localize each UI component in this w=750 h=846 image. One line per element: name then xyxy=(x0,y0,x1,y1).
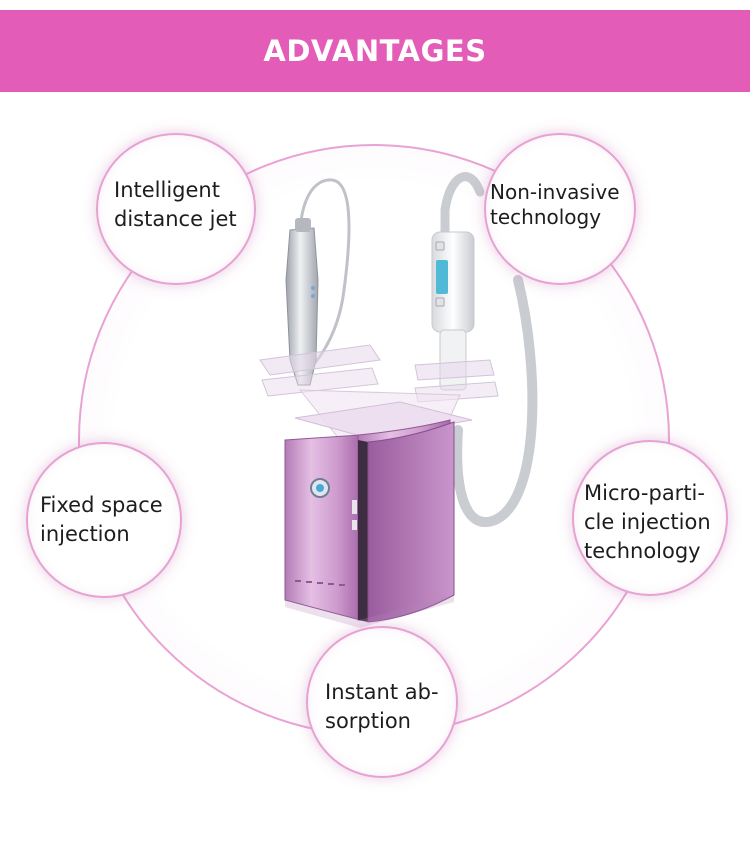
feature-bubble-fixed-space-injection: Fixed space injection xyxy=(26,442,182,598)
top-plate xyxy=(294,401,473,439)
handpiece-screen xyxy=(436,260,448,294)
feature-label: Instant ab- sorption xyxy=(325,680,439,733)
left-holder xyxy=(259,344,381,376)
left-handpiece xyxy=(285,227,319,386)
right-cable-top xyxy=(440,172,485,255)
feature-label: Fixed space injection xyxy=(40,493,163,546)
machine-front xyxy=(284,434,361,621)
top-strip xyxy=(0,0,750,10)
vent-dashes xyxy=(295,580,345,586)
title-banner: ADVANTAGES xyxy=(0,10,750,92)
machine-edge xyxy=(358,440,368,622)
feature-bubble-intelligent-distance-jet: Intelligent distance jet xyxy=(96,133,256,285)
banner-title: ADVANTAGES xyxy=(263,34,487,68)
beauty-machine-image xyxy=(259,172,538,628)
left-cable xyxy=(297,178,351,377)
feature-label: Non-invasive technology xyxy=(490,180,620,229)
feature-bubble-micro-particle-injection: Micro-parti- cle injection technology xyxy=(572,440,728,596)
feature-label: Micro-parti- cle injection technology xyxy=(584,480,711,563)
left-handpiece-cap xyxy=(295,218,311,232)
feature-bubble-instant-absorption: Instant ab- sorption xyxy=(306,626,458,778)
right-holder xyxy=(414,359,495,381)
feature-bubble-non-invasive: Non-invasive technology xyxy=(484,133,636,285)
feature-label: Intelligent distance jet xyxy=(114,178,237,231)
machine-side xyxy=(367,421,455,623)
right-cable-loop xyxy=(452,275,538,527)
